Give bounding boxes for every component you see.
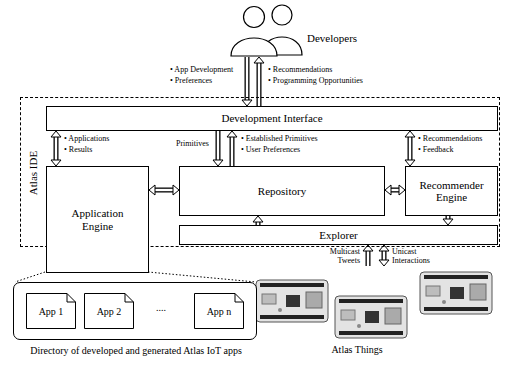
file-shape — [195, 294, 244, 329]
arrow-body — [257, 63, 262, 106]
double-arrow — [405, 131, 415, 166]
arrow-label: • Recommendations — [268, 66, 332, 75]
process-box: Explorer — [179, 225, 498, 245]
app-file: App n — [194, 293, 244, 329]
arrow-label: • Programming Opportunities — [268, 77, 363, 86]
file-shape — [27, 294, 76, 329]
double-arrow — [363, 245, 373, 266]
arrow-head — [379, 245, 389, 251]
arrow-label: Unicast Interactions — [392, 248, 442, 266]
double-arrow — [379, 245, 389, 266]
app-file: App 1 — [26, 293, 76, 329]
ide-region: Atlas IDE Development InterfaceApplicatio… — [20, 97, 500, 247]
double-arrow — [242, 57, 252, 106]
arrow-label: • User Preferences — [241, 146, 300, 155]
arrow-head — [51, 131, 61, 137]
board-image — [335, 296, 407, 338]
board-image — [420, 272, 492, 314]
directory-box: Directory of developed and generated Atl… — [13, 282, 257, 340]
process-box: Application Engine — [46, 166, 149, 273]
arrow-label: .... — [156, 302, 166, 313]
arrow-label: Primitives — [176, 140, 209, 149]
node-label: Directory of developed and generated Atl… — [8, 345, 264, 356]
file-fold — [125, 294, 134, 303]
arrow-body-core — [231, 137, 233, 166]
double-arrow — [227, 131, 237, 166]
arrow-label: • Preferences — [170, 77, 212, 86]
arrow-body — [230, 137, 235, 166]
zoom-lines — [15, 272, 256, 282]
file-fold — [67, 294, 76, 303]
node-label: App 2 — [97, 306, 122, 317]
node-label: Atlas IDE — [27, 151, 39, 195]
node-label: Atlas Things — [322, 344, 392, 355]
arrow-head — [363, 245, 373, 251]
arrow-label: • Feedback — [418, 146, 453, 155]
app-file: App 2 — [84, 293, 134, 329]
arrow-body — [408, 137, 413, 160]
node-label: Application Engine — [63, 207, 133, 231]
device-group: Atlas Things — [252, 266, 502, 360]
node-label: Repository — [258, 185, 306, 197]
arrow-label: • Applications — [64, 135, 109, 144]
node-label: Explorer — [319, 229, 357, 241]
arrow-head — [254, 57, 264, 63]
node-label: App 1 — [39, 306, 64, 317]
process-box: Repository — [179, 166, 385, 216]
arrow-body-core — [367, 251, 369, 266]
arrow-body-core — [258, 63, 260, 106]
arrow-body — [391, 188, 399, 193]
arrow-label: • Established Primitives — [241, 135, 318, 144]
arrow-head — [405, 131, 415, 137]
file-fold — [235, 294, 244, 303]
arrow-body-core — [409, 137, 411, 160]
board-image — [256, 280, 328, 322]
arrow-head — [385, 185, 391, 195]
arrow-body — [382, 251, 387, 260]
arrow-body-core — [217, 131, 219, 160]
developer-group: Developers — [225, 2, 365, 57]
arrow-label: • Results — [64, 146, 92, 155]
arrow-body-core — [383, 251, 385, 260]
double-arrow — [253, 216, 263, 225]
process-box: Recommender Engine — [405, 166, 498, 216]
arrow-body — [245, 57, 250, 100]
double-arrow — [443, 216, 453, 225]
arrow-head — [149, 185, 155, 195]
arrow-body — [216, 131, 221, 160]
arrow-body — [54, 137, 59, 160]
arrow-label: • Recommendations — [418, 135, 482, 144]
node-label: Developers — [307, 32, 357, 44]
double-arrow — [385, 185, 405, 195]
arrow-head — [227, 131, 237, 137]
developer-icon — [231, 5, 302, 56]
arrow-body-core — [391, 189, 399, 191]
double-arrow — [254, 57, 264, 106]
node-label: App n — [207, 306, 232, 317]
double-arrow — [51, 131, 61, 166]
arrow-body-core — [246, 57, 248, 100]
arrow-head — [379, 260, 389, 266]
arrow-label: Multicast Tweets — [318, 248, 360, 266]
file-shape — [85, 294, 134, 329]
arrow-label: • App Development — [170, 66, 233, 75]
node-label: Recommender Engine — [416, 179, 488, 203]
arrow-head — [253, 216, 263, 222]
process-box: Development Interface — [46, 106, 498, 131]
arrow-body-core — [155, 189, 173, 191]
node-label: Development Interface — [221, 112, 322, 124]
double-arrow — [213, 131, 223, 166]
double-arrow — [149, 185, 179, 195]
arrow-body — [155, 188, 173, 193]
arrow-body — [366, 251, 371, 266]
arrow-body-core — [55, 137, 57, 160]
